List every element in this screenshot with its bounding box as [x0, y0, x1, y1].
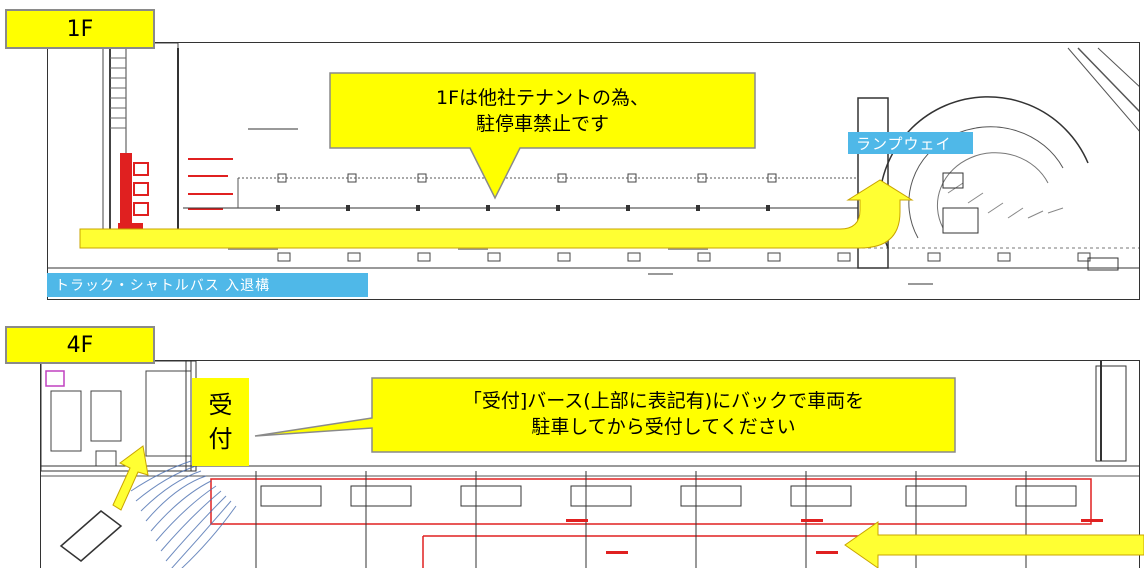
floor-plan-4f-drawing	[41, 361, 1139, 568]
floor-tab-4f: 4F	[5, 326, 155, 364]
truck-shuttle-entry-label: トラック・シャトルバス 入退構	[47, 273, 368, 297]
callout-text-1f: 1Fは他社テナントの為、 駐停車禁止です	[435, 87, 650, 135]
arrow-to-reception-4f	[112, 445, 149, 511]
ramp-label: ランプウェイ	[848, 132, 973, 154]
floor-tab-1f: 1F	[5, 9, 155, 49]
reception-tag: 受 付	[192, 378, 249, 466]
arrow-entry-4f	[844, 521, 1144, 568]
callout-text-4f: 「受付]バース(上部に表記有)にバックで車両を 駐車してから受付してください	[462, 390, 865, 438]
